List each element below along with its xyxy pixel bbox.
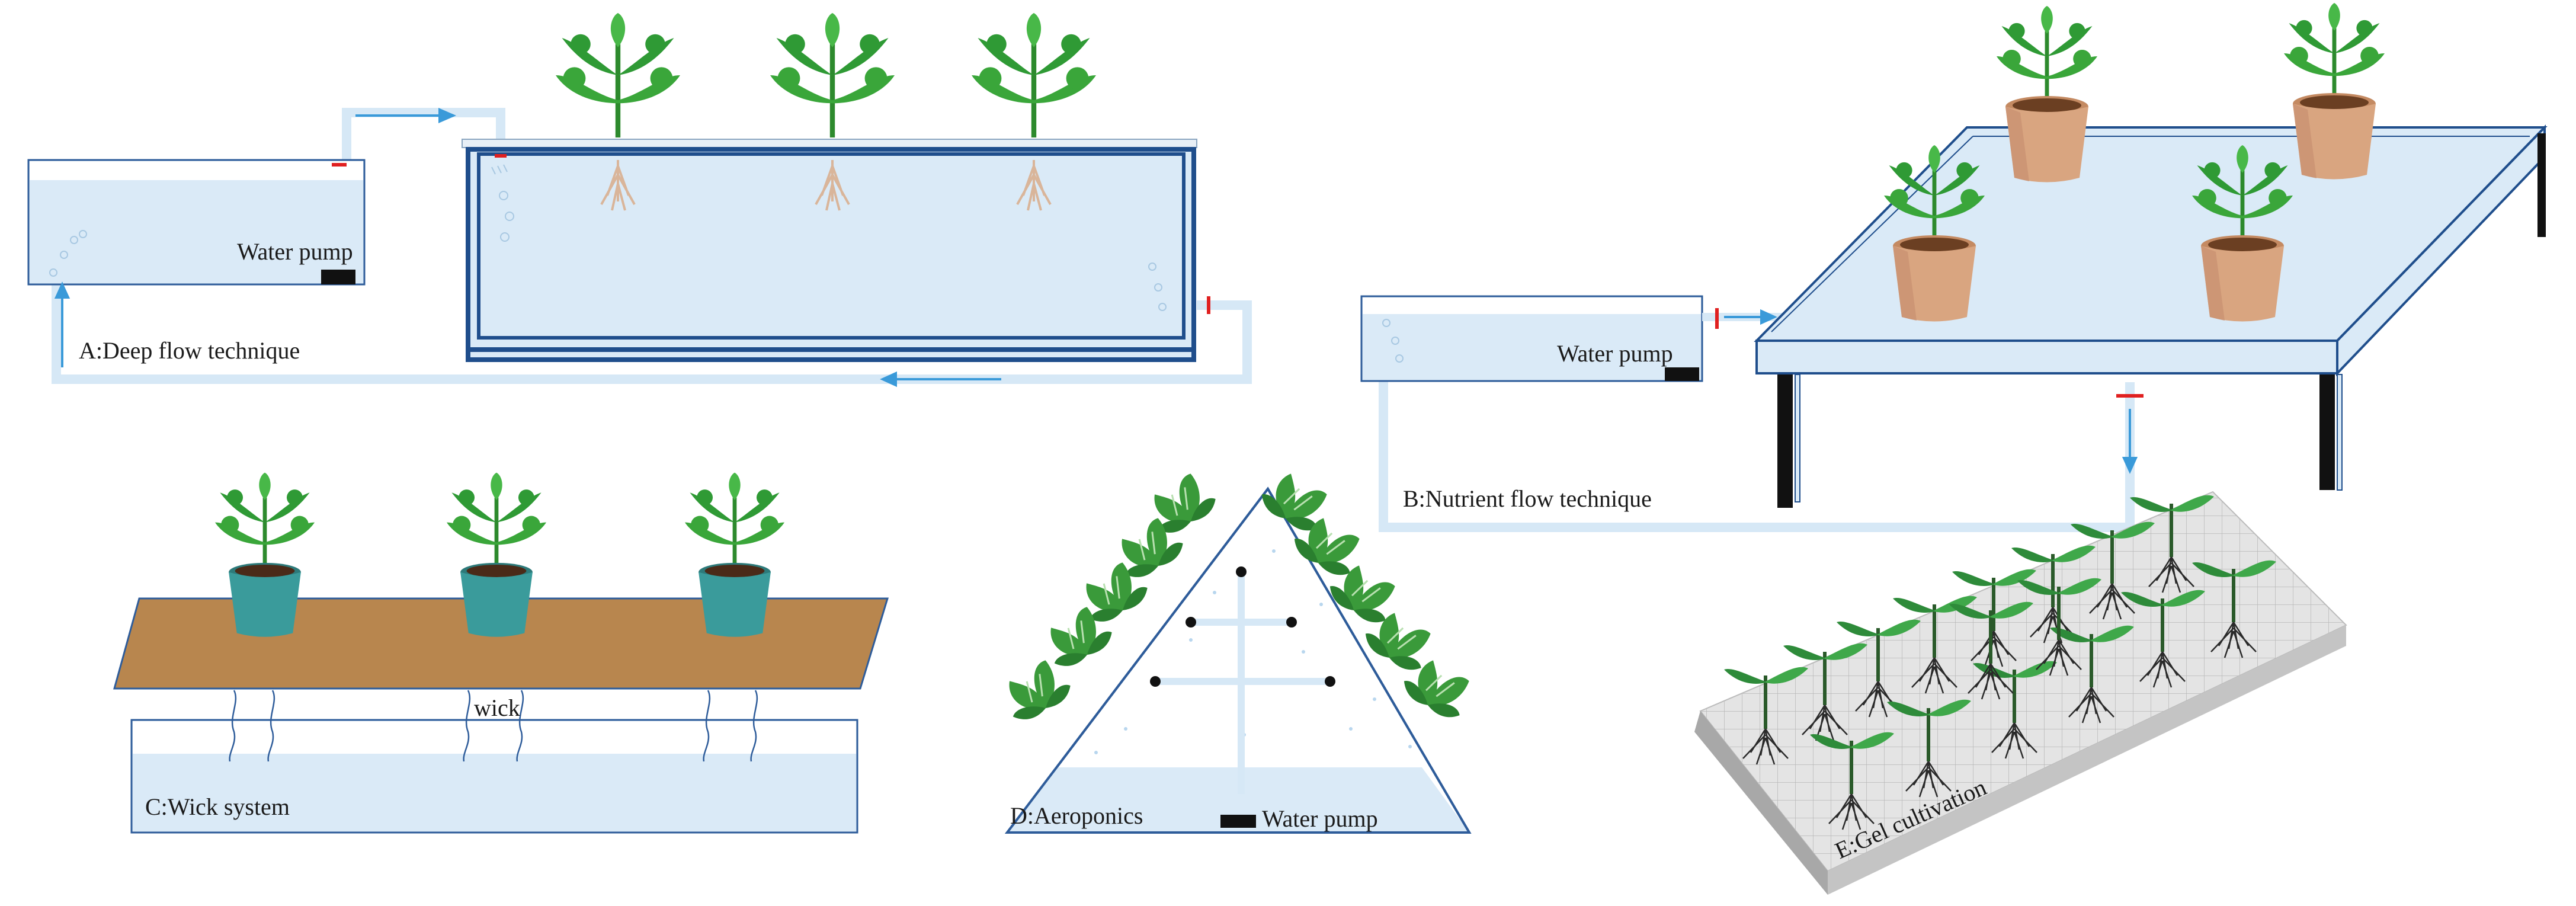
water-pump-icon [321,270,355,284]
caption-a: A:Deep flow technique [79,337,300,364]
caption-d: D:Aeroponics [1010,802,1143,829]
plant-icon [556,13,680,137]
plant-icon [770,13,895,137]
wick-label: wick [474,694,520,721]
pump-label-a: Water pump [237,238,353,265]
caption-b: B:Nutrient flow technique [1403,485,1652,512]
panel-b-nutrient-flow: Water pump B:Nutrient flow technique [1360,3,2548,532]
potted-plant-icon [1997,6,2097,183]
water-pump-icon [1220,815,1256,828]
plant-icon [972,13,1096,137]
panel-d-aeroponics: D:Aeroponics Water pump [995,465,1478,834]
spray-nozzle-icon [1150,566,1335,687]
wick-board [113,597,889,690]
flow-arrow-icon [54,107,1001,388]
panel-a-deep-flow: Water pump A:Deep flow technique [27,13,1252,388]
panel-c-wick-system: wick C:Wick system [113,473,889,834]
wick-strands [229,690,758,762]
pump-label-b: Water pump [1557,340,1673,367]
plant-icon [995,654,1076,728]
flow-arrow-icon [1724,309,2138,474]
panel-e-gel-cultivation: E:Gel cultivation [1694,491,2347,895]
caption-c: C:Wick system [145,793,290,820]
pump-label-d: Water pump [1262,805,1378,832]
nft-table-top [1754,126,2548,342]
water-pump-icon [1665,367,1699,381]
potted-plant-icon [2284,3,2385,180]
reservoir-a [27,159,366,286]
